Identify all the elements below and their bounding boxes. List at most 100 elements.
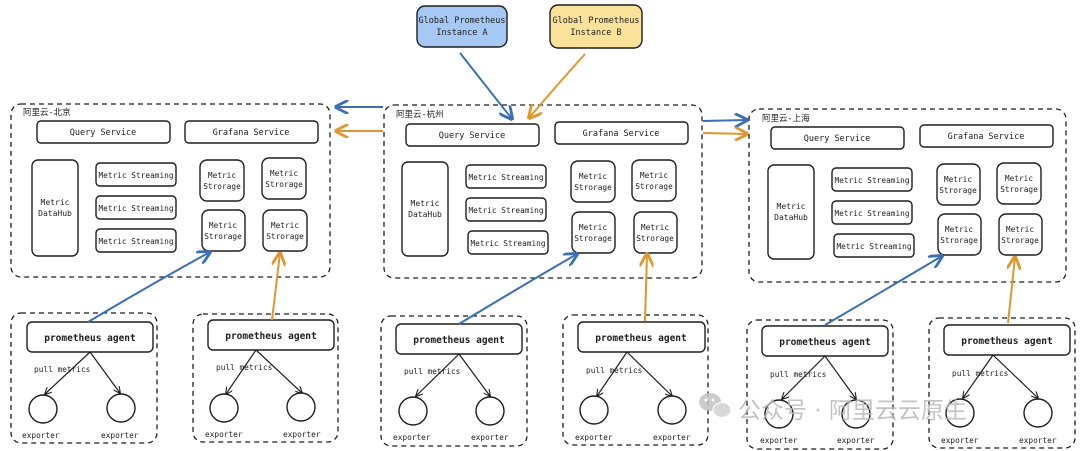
- exporter-label: exporter: [760, 436, 798, 445]
- pull-metrics-label: pull metrics: [216, 363, 272, 372]
- agent-group-boundary: [10, 312, 158, 444]
- metric-streaming: [465, 164, 547, 189]
- prometheus-agent-label: prometheus agent: [779, 337, 871, 348]
- grafana-service-label: Grafana Service: [213, 128, 290, 138]
- watermark: 公众号 · 阿里云云原生: [699, 393, 967, 424]
- metric-storage-line2: Strorage: [574, 234, 612, 243]
- hangzhou-to-shanghai-orange-arrow: [702, 133, 747, 134]
- metric-storage-line1: Metric: [579, 223, 607, 232]
- metric-storage-line2: Strorage: [204, 232, 242, 241]
- pull-metrics-label: pull metrics: [952, 369, 1008, 378]
- exporter-label: exporter: [101, 431, 139, 440]
- exporter-node: [945, 398, 975, 428]
- exporter-label: exporter: [1019, 436, 1057, 445]
- grafana-service: [554, 121, 689, 145]
- grafana-service-label: Grafana Service: [948, 132, 1025, 142]
- metric-streaming: [95, 162, 177, 187]
- metric-storage-line2: Strorage: [266, 232, 304, 241]
- global-instance-b-line1: Global Prometheus: [553, 16, 640, 26]
- prometheus-agent-label: prometheus agent: [595, 333, 687, 344]
- metric-storage-line2: Strorage: [636, 234, 674, 243]
- prometheus-agent-label: prometheus agent: [44, 333, 136, 344]
- metric-storage-line1: Metric: [209, 221, 237, 230]
- metric-streaming: [465, 197, 547, 222]
- watermark-text: 公众号 · 阿里云云原生: [738, 398, 967, 424]
- metric-storage-line1: Metric: [1005, 174, 1033, 183]
- prometheus-agent-label: prometheus agent: [961, 336, 1053, 347]
- query-service: [36, 120, 171, 144]
- metric-storage: [936, 163, 981, 206]
- metric-streaming-label: Metric Streaming: [834, 176, 909, 185]
- metric-datahub-line2: DataHub: [38, 209, 72, 218]
- metric-storage-line2: Strorage: [265, 180, 303, 189]
- metric-streaming-label: Metric Streaming: [836, 242, 911, 251]
- metric-storage: [201, 209, 246, 252]
- agent-to-storage-orange-arrow: [1008, 257, 1015, 324]
- exporter-node: [657, 395, 687, 425]
- exporter-node: [475, 396, 505, 426]
- global-prometheus-instance-b: Global Prometheus Instance B: [549, 4, 643, 49]
- agent-to-storage-orange-arrow: [645, 254, 647, 322]
- query-service: [770, 126, 905, 150]
- agent-group-beijing-2: prometheus agent pull metrics exporter e…: [192, 313, 339, 443]
- metric-datahub-line2: DataHub: [408, 210, 442, 219]
- pull-metrics-label: pull metrics: [404, 367, 460, 376]
- agent-group-boundary: [746, 319, 894, 450]
- metric-storage: [937, 213, 982, 256]
- metric-storage-line2: Strorage: [1001, 236, 1039, 245]
- metric-storage-line1: Metric: [270, 169, 298, 178]
- exporter-label: exporter: [393, 433, 431, 442]
- agent-group-boundary: [928, 317, 1076, 449]
- metric-datahub-line1: Metric: [41, 198, 70, 207]
- metric-streaming-label: Metric Streaming: [98, 237, 173, 246]
- metric-streaming-label: Metric Streaming: [470, 239, 545, 248]
- agent-group-boundary: [192, 313, 339, 443]
- grafana-service: [184, 120, 319, 144]
- metric-streaming: [833, 233, 915, 258]
- metric-storage: [262, 209, 308, 252]
- metric-streaming: [831, 200, 913, 225]
- metric-storage: [998, 213, 1043, 256]
- exporter-node: [579, 395, 609, 425]
- prometheus-agent-label: prometheus agent: [413, 335, 505, 346]
- query-service-label: Query Service: [439, 131, 506, 141]
- region-hangzhou-label: 阿里云-杭州: [396, 109, 444, 120]
- region-beijing-boundary: [10, 103, 331, 278]
- metric-datahub-line2: DataHub: [774, 213, 808, 222]
- metric-datahub-line1: Metric: [777, 202, 806, 211]
- connections: [87, 52, 1015, 326]
- exporter-label: exporter: [575, 433, 613, 442]
- agent-group-hangzhou-1: prometheus agent pull metrics exporter e…: [380, 315, 528, 447]
- exporter-label: exporter: [22, 431, 60, 440]
- metric-storage: [261, 157, 307, 200]
- agent-group-beijing-1: prometheus agent pull metrics exporter e…: [10, 312, 158, 444]
- grafana-service: [919, 124, 1054, 148]
- metric-storage-line1: Metric: [579, 172, 607, 181]
- query-service-label: Query Service: [804, 134, 871, 144]
- region-beijing-label: 阿里云-北京: [23, 107, 71, 118]
- metric-storage-line1: Metric: [641, 223, 669, 232]
- global-instance-a-line2: Instance A: [436, 28, 487, 38]
- exporter-node: [764, 399, 794, 429]
- hangzhou-to-shanghai-blue-arrow: [702, 120, 747, 121]
- region-beijing: 阿里云-北京 Query Service Grafana Service Met…: [10, 103, 331, 278]
- region-shanghai-label: 阿里云-上海: [762, 113, 810, 124]
- agent-group-shanghai-2: prometheus agent pull metrics exporter e…: [928, 317, 1076, 449]
- global-instance-a-line1: Global Prometheus: [419, 16, 506, 26]
- global-instance-b-line2: Instance B: [570, 28, 621, 38]
- global-prometheus-instance-a: Global Prometheus Instance A: [416, 5, 508, 48]
- exporter-label: exporter: [941, 436, 979, 445]
- grafana-service-label: Grafana Service: [583, 129, 660, 139]
- metric-storage: [571, 211, 616, 254]
- agent-to-storage-orange-arrow: [271, 253, 280, 321]
- metric-datahub: [767, 164, 815, 260]
- metric-storage-line2: Strorage: [203, 182, 241, 191]
- pull-metrics-label: pull metrics: [586, 366, 642, 375]
- metric-streaming-label: Metric Streaming: [468, 206, 543, 215]
- exporter-node: [841, 399, 871, 429]
- metric-storage: [570, 160, 616, 203]
- wechat-icon: [699, 393, 732, 419]
- exporter-label: exporter: [837, 436, 875, 445]
- prometheus-agent: [943, 324, 1071, 356]
- agent-to-storage-blue-arrow: [458, 254, 577, 325]
